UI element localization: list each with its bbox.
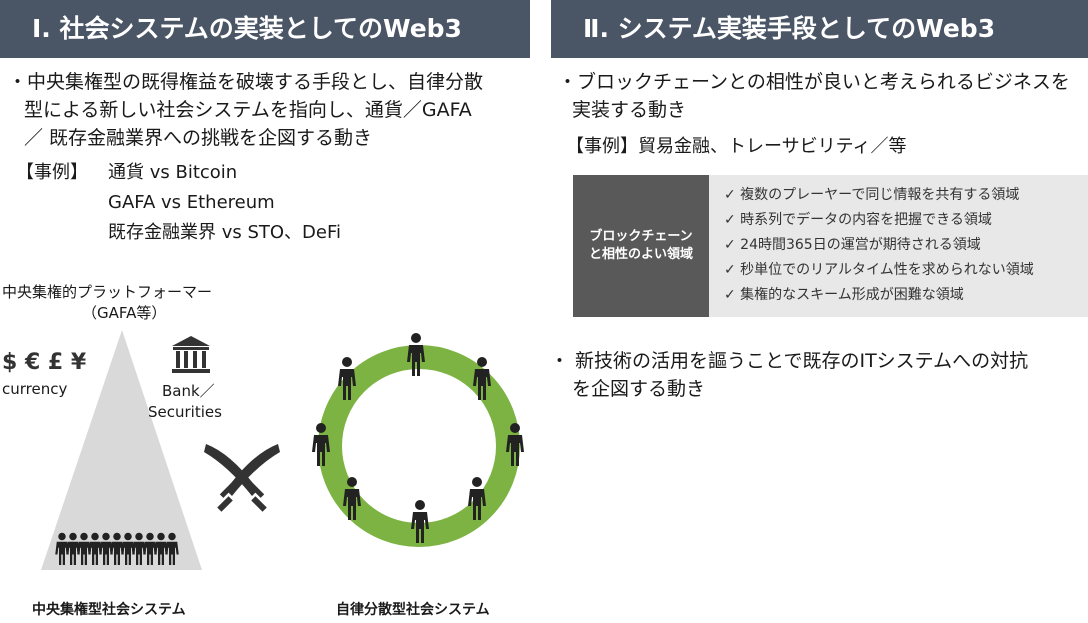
- bank-label-line-2: Securities: [148, 403, 222, 421]
- blockchain-fit-label-line-1: ブロックチェーン: [589, 229, 693, 244]
- crossed-swords-icon: [204, 444, 280, 512]
- check-item: ✓ 24時間365日の運営が期待される領域: [724, 237, 981, 253]
- right-example-line: 【事例】貿易金融、トレーサビリティ／等: [566, 136, 907, 157]
- left-bullet-line-1: ・中央集権型の既得権益を破壊する手段とし、自律分散: [8, 71, 484, 93]
- currency-symbols: $ € £ ¥: [2, 350, 87, 375]
- check-item: ✓ 時系列でデータの内容を把握できる領域: [724, 212, 992, 228]
- check-item: ✓ 秒単位でのリアルタイム性を求められない領域: [724, 262, 1034, 278]
- blockchain-fit-label: ブロックチェーン と相性のよい領域: [573, 175, 709, 317]
- bank-label-line-1: Bank／: [162, 382, 215, 400]
- currency-label: currency: [2, 380, 68, 398]
- left-example-2: GAFA vs Ethereum: [108, 192, 275, 213]
- left-example-label: 【事例】: [16, 162, 88, 183]
- right-bullet1-line-1: ・ブロックチェーンとの相性が良いと考えられるビジネスを: [558, 71, 1070, 93]
- bank-icon: [172, 336, 210, 373]
- left-example-3: 既存金融業界 vs STO、DeFi: [108, 222, 342, 243]
- check-item: ✓ 複数のプレーヤーで同じ情報を共有する領域: [724, 187, 1020, 203]
- right-bullet2-line-2: を企図する動き: [572, 378, 706, 400]
- blockchain-fit-label-line-2: と相性のよい領域: [588, 247, 693, 262]
- platform-label-line-1: 中央集権的プラットフォーマー: [2, 283, 213, 301]
- distributed-system-caption: 自律分散型社会システム: [336, 602, 490, 618]
- right-bullet1-line-2: 実装する動き: [572, 99, 687, 121]
- platform-label-line-2: （GAFA等）: [82, 304, 167, 322]
- central-triangle: [41, 330, 202, 570]
- blockchain-fit-list: [709, 175, 1088, 317]
- left-example-1: 通貨 vs Bitcoin: [108, 162, 238, 183]
- right-header: Ⅱ. システム実装手段としてのWeb3: [551, 0, 1088, 58]
- right-bullet2-line-1: ・ 新技術の活用を謳うことで既存のITシステムへの対抗: [550, 350, 1029, 372]
- central-system-caption: 中央集権型社会システム: [32, 602, 186, 618]
- left-bullet-line-2: 型による新しい社会システムを指向し、通貨／GAFA: [24, 99, 472, 121]
- left-header: Ⅰ. 社会システムの実装としてのWeb3: [0, 0, 530, 58]
- left-bullet-line-3: ／ 既存金融業界への挑戦を企図する動き: [24, 127, 373, 149]
- check-item: ✓ 集権的なスキーム形成が困難な領域: [724, 287, 964, 303]
